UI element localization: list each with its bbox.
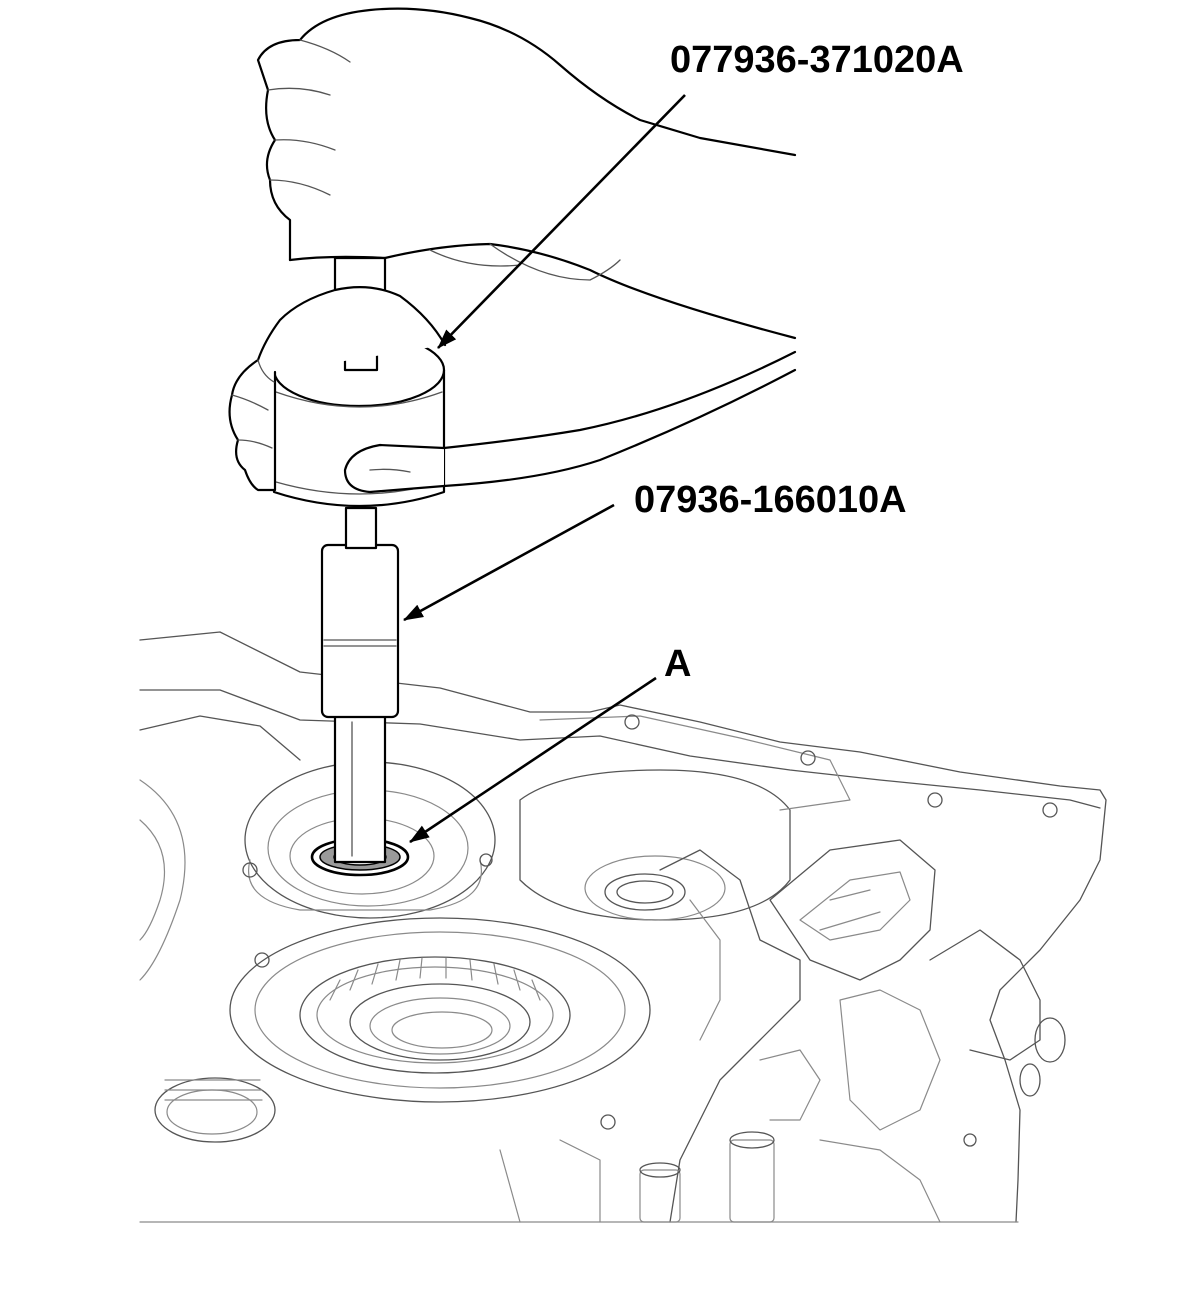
callout-driver: 077936-371020A bbox=[437, 39, 964, 349]
hand-upper bbox=[256, 7, 797, 340]
transmission-case bbox=[139, 631, 1107, 1223]
callout-label-driver: 077936-371020A bbox=[670, 39, 964, 81]
callout-attachment: 07936-166010A bbox=[403, 479, 907, 622]
hand-lower bbox=[228, 286, 797, 494]
leader-line-driver bbox=[437, 94, 686, 349]
callout-label-attachment: 07936-166010A bbox=[634, 479, 907, 521]
leader-line-attachment bbox=[403, 503, 615, 622]
callout-seal: A bbox=[409, 643, 691, 844]
callout-label-seal: A bbox=[664, 643, 691, 685]
leader-line-seal bbox=[409, 676, 657, 844]
attachment-07936-166010a bbox=[320, 506, 400, 864]
